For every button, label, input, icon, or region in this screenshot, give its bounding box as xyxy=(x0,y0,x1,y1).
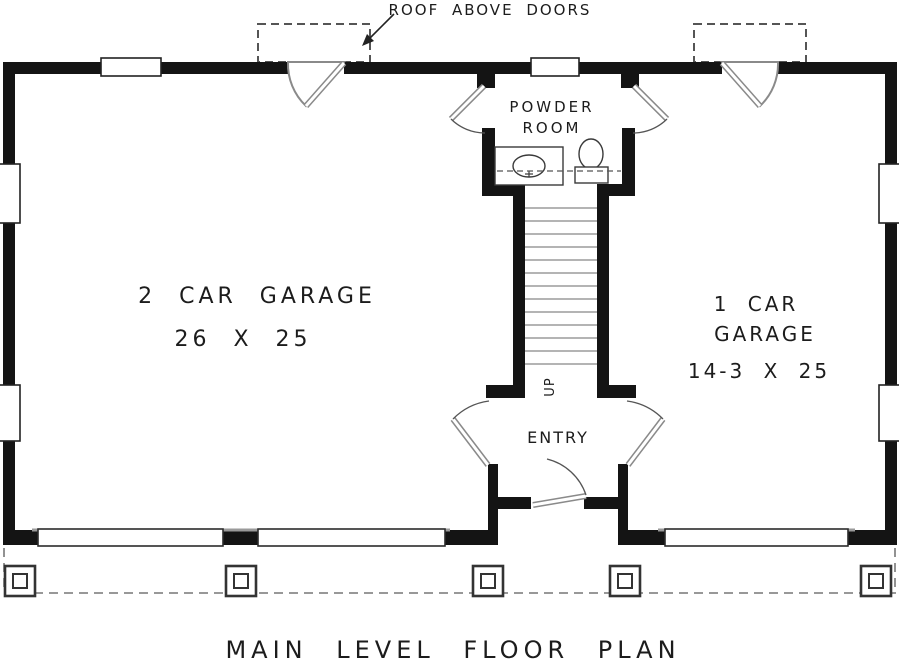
window xyxy=(878,384,899,442)
porch-post-footing xyxy=(3,564,37,598)
porch-post-footing xyxy=(471,564,505,598)
porch-post-footings xyxy=(3,564,893,598)
room-dims-garage1: 14-3 X 25 xyxy=(688,359,830,383)
toilet-tank xyxy=(574,166,609,184)
door-swing-entry-right xyxy=(625,400,666,467)
garage-door-opening xyxy=(257,528,446,547)
room-label-powder-line1: POWDER xyxy=(509,98,594,116)
stair-treads xyxy=(525,207,597,365)
stair-wall-right xyxy=(597,196,609,388)
door-swing-entry-left xyxy=(450,400,491,467)
roof-outline-dashed-right xyxy=(693,23,807,63)
core-walls xyxy=(477,62,639,545)
entry-wall-right xyxy=(618,464,628,545)
room-label-garage2: 2 CAR GARAGE xyxy=(138,284,376,309)
porch-post-footing xyxy=(859,564,893,598)
right-wall xyxy=(885,62,897,545)
roof-note-arrow xyxy=(362,13,395,46)
window xyxy=(0,384,21,442)
entry-wall-left xyxy=(488,464,498,545)
porch-edge-dashed xyxy=(3,548,896,594)
porch-post-footing xyxy=(224,564,258,598)
door-swing-garage2-exterior xyxy=(286,61,347,108)
room-label-powder-line2: ROOM xyxy=(523,119,582,137)
roof-note-label: ROOF ABOVE DOORS xyxy=(389,1,592,19)
door-swing-garage1-exterior xyxy=(719,61,780,108)
room-dims-garage2: 26 X 25 xyxy=(174,327,311,352)
stairs-up-label: UP xyxy=(543,377,558,396)
plan-title: MAIN LEVEL FLOOR PLAN xyxy=(225,636,680,664)
stair-wall-left xyxy=(513,196,525,388)
window xyxy=(530,57,580,77)
roof-outline-dashed-left xyxy=(257,23,371,63)
room-label-entry: ENTRY xyxy=(527,428,589,447)
toilet-icon xyxy=(578,138,604,170)
garage-door-opening xyxy=(664,528,849,547)
room-label-garage1-line2: GARAGE xyxy=(714,322,816,346)
door-swing-powder-right xyxy=(631,83,670,134)
top-wall xyxy=(3,62,897,74)
powder-room-fixtures xyxy=(494,138,621,186)
windows xyxy=(0,57,899,442)
garage-door-opening xyxy=(37,528,224,547)
door-swing-powder-left xyxy=(448,83,487,134)
garage-door-openings xyxy=(32,528,855,547)
left-wall xyxy=(3,62,15,545)
room-label-garage1-line1: 1 CAR xyxy=(714,292,799,316)
window xyxy=(878,163,899,224)
door-swing-front-entry xyxy=(532,458,587,508)
window xyxy=(0,163,21,224)
window xyxy=(100,57,162,77)
porch-post-footing xyxy=(608,564,642,598)
